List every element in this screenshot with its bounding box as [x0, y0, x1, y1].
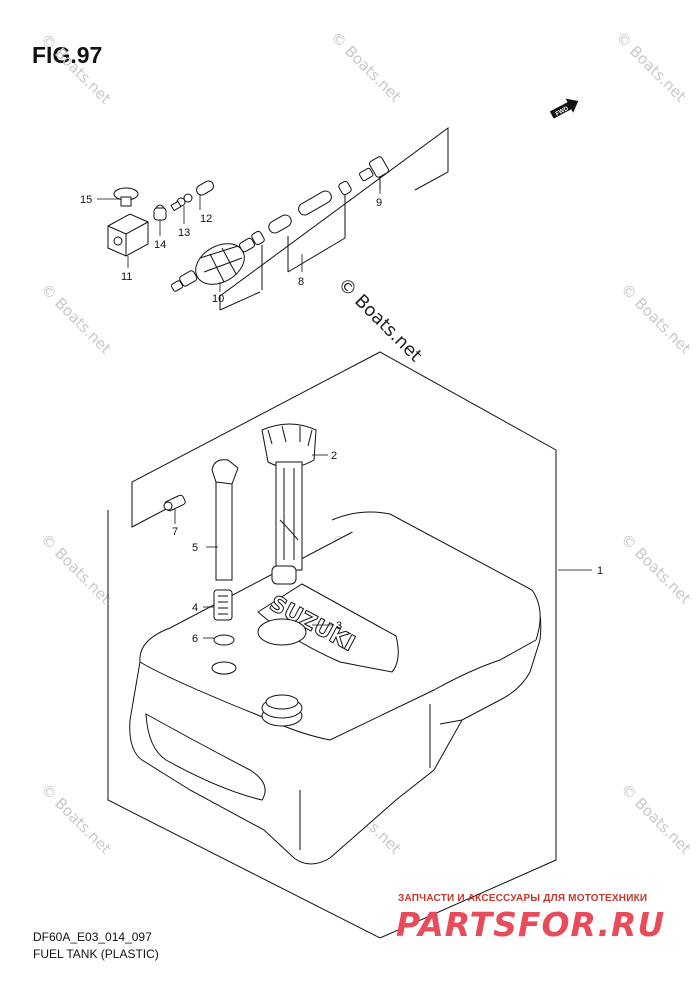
callout-4: 4 — [192, 602, 198, 614]
watermark: © Boats.net — [37, 780, 115, 858]
connector-icon — [359, 156, 389, 182]
callout-2: 2 — [331, 450, 337, 462]
watermark: © Boats.net — [37, 280, 115, 358]
watermark: © Boats.net — [617, 780, 695, 858]
o-ring-icon — [213, 634, 235, 646]
watermark: © Boats.net — [37, 30, 115, 108]
callout-1: 1 — [597, 565, 603, 577]
watermark: © Boats.net — [327, 28, 405, 106]
suction-pipe-icon — [211, 459, 239, 646]
callout-15: 15 — [80, 194, 92, 206]
fuel-tank-icon: SUZUKI — [129, 511, 542, 865]
cap-icon — [113, 187, 139, 207]
port-icon — [211, 661, 237, 675]
filter-icon — [213, 589, 233, 621]
advert-tagline: ЗАПЧАСТИ И АКСЕССУАРЫ ДЛЯ МОТОТЕХНИКИ — [398, 893, 648, 904]
fwd-arrow-icon: FWD — [549, 98, 579, 119]
callout-labels: 1 2 3 4 5 6 7 8 9 10 11 12 13 14 15 — [80, 194, 603, 645]
callout-13: 13 — [178, 227, 190, 239]
figure-code: DF60A_E03_014_097 — [33, 930, 152, 944]
gasket-ring-icon — [257, 618, 307, 646]
callout-3: 3 — [336, 620, 342, 632]
fitting-icon — [163, 494, 186, 512]
watermark: © Boats.net — [617, 280, 695, 358]
clamp-icon — [153, 204, 167, 221]
fuel-gauge-block-icon — [107, 213, 149, 257]
callout-9: 9 — [376, 197, 382, 209]
figure-title: FIG.97 — [32, 42, 103, 68]
callout-5: 5 — [192, 542, 198, 554]
callout-12: 12 — [200, 213, 212, 225]
advert-logo: PARTSFOR.RU — [396, 905, 666, 944]
watermark: © Boats.net — [37, 530, 115, 608]
clip-icon — [170, 193, 193, 212]
hose-fitting-icon — [196, 180, 214, 196]
fuel-gauge-icon — [261, 423, 317, 585]
callout-8: 8 — [298, 276, 304, 288]
watermark: © Boats.net — [617, 530, 695, 608]
hose-parts — [107, 156, 389, 292]
callout-14: 14 — [154, 239, 166, 251]
primer-bulb-icon — [170, 237, 255, 292]
tank-assembly-frame — [107, 351, 557, 939]
figure-caption: FUEL TANK (PLASTIC) — [33, 947, 159, 961]
callout-6: 6 — [192, 633, 198, 645]
callout-10: 10 — [212, 293, 224, 305]
filler-cap-icon — [261, 694, 303, 727]
watermark: © Boats.net — [612, 28, 690, 106]
leader-lines — [97, 176, 592, 639]
callout-11: 11 — [121, 271, 132, 283]
callout-7: 7 — [172, 526, 178, 538]
hose-assembly-frame — [219, 127, 449, 311]
